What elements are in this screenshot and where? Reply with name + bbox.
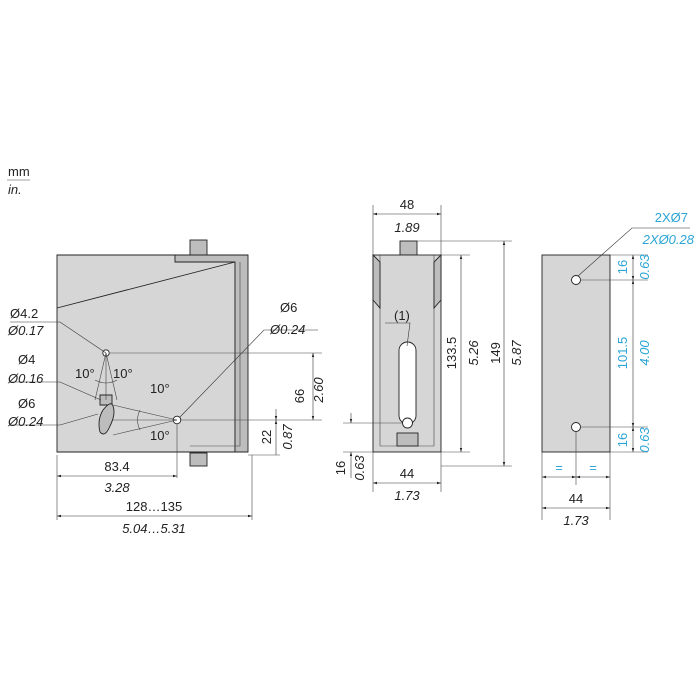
- front-width-bottom-in: 1.73: [394, 488, 420, 503]
- rear-holes-in: 2XØ0.28: [642, 232, 695, 247]
- pin-dia-mm: Ø4: [18, 352, 35, 367]
- height-22-mm: 22: [259, 430, 274, 444]
- angle-left-label: 10°: [75, 366, 95, 381]
- rear-top-16-mm: 16: [615, 260, 630, 274]
- front-slot: [398, 341, 417, 425]
- small-hole-dia-mm: Ø4.2: [10, 306, 38, 321]
- front-height-133-in: 5.26: [466, 340, 481, 366]
- front-view: (1) 48 1.89 133.5 5.26 149 5.87 16 0.63 …: [333, 197, 524, 503]
- front-top-tab: [399, 240, 418, 256]
- rear-bottom-16-mm: 16: [615, 433, 630, 447]
- rear-width-in: 1.73: [563, 513, 589, 528]
- rear-hole-bottom: [571, 422, 581, 432]
- angle-upper-label: 10°: [150, 381, 170, 396]
- front-height-149-mm: 149: [488, 342, 503, 364]
- rear-top-16-in: 0.63: [637, 254, 652, 280]
- rear-pitch-mm: 101.5: [615, 337, 630, 370]
- right-hole-dia-in: Ø0.24: [269, 322, 305, 337]
- rear-pitch-in: 4.00: [637, 340, 652, 366]
- front-offset-16-mm: 16: [333, 461, 348, 475]
- rear-plate: [541, 254, 611, 453]
- pin-dia-in: Ø0.16: [7, 371, 44, 386]
- rear-eq-left: =: [555, 460, 563, 475]
- units-legend: mm in.: [7, 164, 30, 197]
- small-hole-dia-in: Ø0.17: [7, 323, 44, 338]
- rear-eq-right: =: [589, 460, 597, 475]
- front-ref-label: (1): [394, 308, 410, 323]
- right-hole-dia-mm: Ø6: [280, 300, 297, 315]
- front-width-top-mm: 48: [400, 197, 414, 212]
- front-offset-16-in: 0.63: [352, 455, 367, 481]
- pin2-dia-mm: Ø6: [18, 396, 35, 411]
- front-bottom-block: [396, 432, 419, 447]
- front-height-149-in: 5.87: [509, 340, 524, 366]
- width-83-in: 3.28: [104, 480, 130, 495]
- rear-hole-top: [571, 275, 581, 285]
- front-width-top-in: 1.89: [394, 220, 419, 235]
- pin2-dia-in: Ø0.24: [7, 414, 43, 429]
- rear-width-mm: 44: [569, 491, 583, 506]
- height-66-in: 2.60: [311, 377, 326, 404]
- angle-lower-label: 10°: [150, 428, 170, 443]
- side-view: Ø4.2 Ø0.17 Ø4 Ø0.16 Ø6 Ø0.24 10° 10° 10°…: [7, 239, 326, 536]
- side-bottom-tab: [189, 452, 208, 467]
- rear-holes-mm: 2XØ7: [655, 210, 688, 225]
- rear-bottom-16-in: 0.63: [637, 427, 652, 453]
- rear-view: 2XØ7 2XØ0.28 16 0.63 101.5 4.00 16 0.63 …: [541, 210, 695, 528]
- angle-right-label: 10°: [113, 366, 133, 381]
- side-top-tab: [189, 239, 208, 256]
- width-83-mm: 83.4: [104, 459, 129, 474]
- pin-large: [98, 403, 115, 435]
- width-total-in: 5.04…5.31: [122, 521, 186, 536]
- unit-mm: mm: [8, 164, 30, 179]
- height-22-in: 0.87: [280, 424, 295, 450]
- height-66-mm: 66: [292, 389, 307, 403]
- unit-in: in.: [8, 182, 22, 197]
- front-width-bottom-mm: 44: [400, 466, 414, 481]
- width-total-mm: 128…135: [126, 499, 182, 514]
- front-height-133-mm: 133.5: [444, 337, 459, 370]
